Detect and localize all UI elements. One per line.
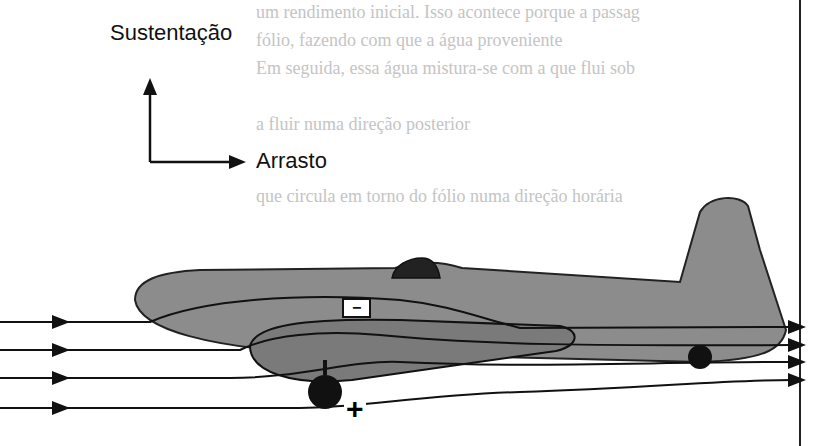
lift-label: Sustentação bbox=[108, 20, 234, 45]
background-text: que circula em torno do fólio numa direç… bbox=[256, 186, 623, 207]
tail-wheel bbox=[688, 345, 712, 369]
streamlines bbox=[0, 297, 792, 408]
landing-strut bbox=[323, 360, 327, 375]
low-pressure-sign: − bbox=[342, 298, 371, 318]
force-axes bbox=[143, 78, 246, 169]
main-wheel bbox=[308, 375, 342, 409]
background-text: um rendimento inicial. Isso acontece por… bbox=[256, 2, 640, 23]
drag-label: Arrasto bbox=[254, 148, 329, 173]
high-pressure-sign: + bbox=[344, 394, 366, 424]
flow-arrowheads bbox=[52, 315, 806, 415]
cockpit bbox=[392, 258, 440, 278]
background-text: fólio, fazendo com que a água provenient… bbox=[256, 30, 562, 51]
background-text: a fluir numa direção posterior bbox=[256, 114, 470, 135]
background-text: Em seguida, essa água mistura-se com a q… bbox=[256, 58, 635, 79]
